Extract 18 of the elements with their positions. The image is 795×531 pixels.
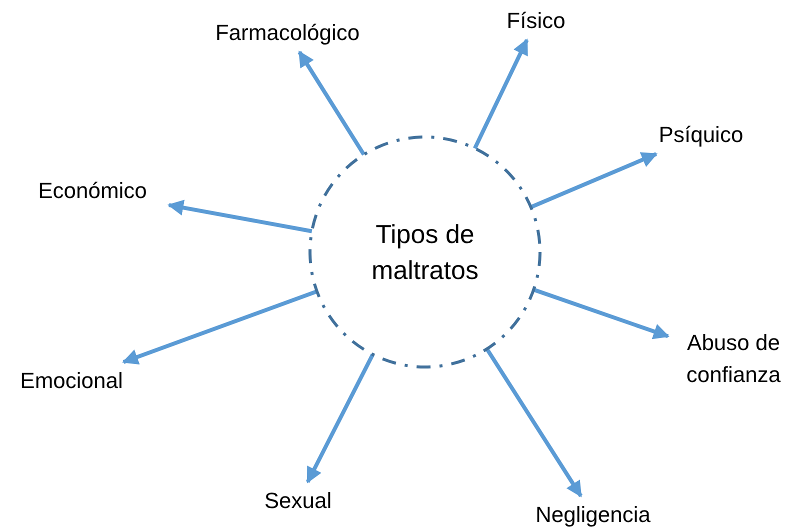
arrow	[167, 200, 312, 234]
category-label: Sexual	[264, 487, 332, 515]
arrow	[298, 50, 366, 156]
category-label: Farmacológico	[215, 19, 360, 47]
arrow	[122, 290, 318, 365]
arrow	[485, 348, 583, 498]
arrow	[473, 38, 529, 150]
category-label: Psíquico	[658, 121, 744, 149]
center-label: Tipos de maltratos	[370, 218, 480, 287]
category-label: Económico	[38, 177, 147, 205]
arrow	[306, 354, 375, 484]
arrow	[530, 152, 658, 209]
category-label: Emocional	[20, 367, 123, 395]
arrow	[533, 288, 670, 340]
category-label: Abuso de confianza	[685, 329, 782, 389]
dashed-circle	[308, 135, 542, 369]
category-label: Negligencia	[536, 501, 650, 529]
category-label: Físico	[506, 7, 566, 35]
